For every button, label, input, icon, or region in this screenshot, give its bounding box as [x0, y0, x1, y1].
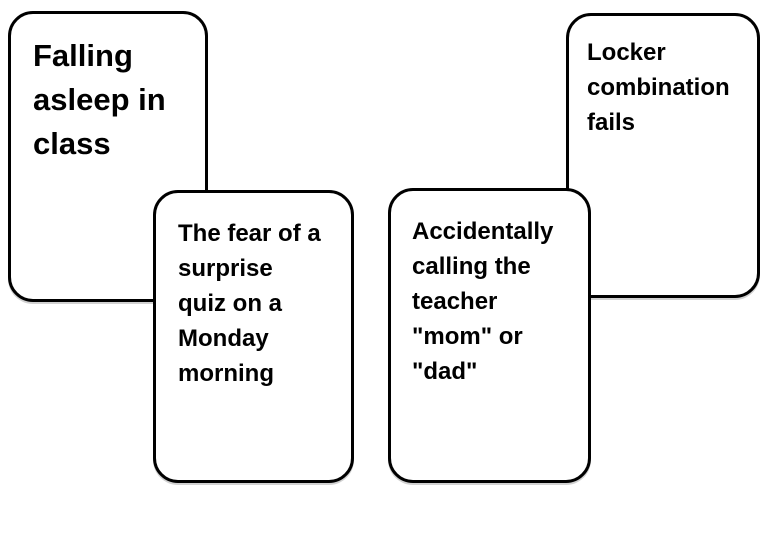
card-falling-asleep[interactable]: Falling asleep in class: [8, 11, 208, 302]
card-locker-combination-label: Locker combination fails: [587, 39, 730, 136]
card-falling-asleep-label: Falling asleep in class: [33, 38, 166, 161]
card-teacher-mom-dad-label: Accidentally calling the teacher "mom" o…: [412, 218, 554, 385]
card-surprise-quiz[interactable]: The fear of a surprise quiz on a Monday …: [153, 190, 354, 483]
card-teacher-mom-dad[interactable]: Accidentally calling the teacher "mom" o…: [388, 188, 591, 483]
card-surprise-quiz-label: The fear of a surprise quiz on a Monday …: [178, 220, 321, 387]
card-locker-combination[interactable]: Locker combination fails: [566, 13, 760, 298]
